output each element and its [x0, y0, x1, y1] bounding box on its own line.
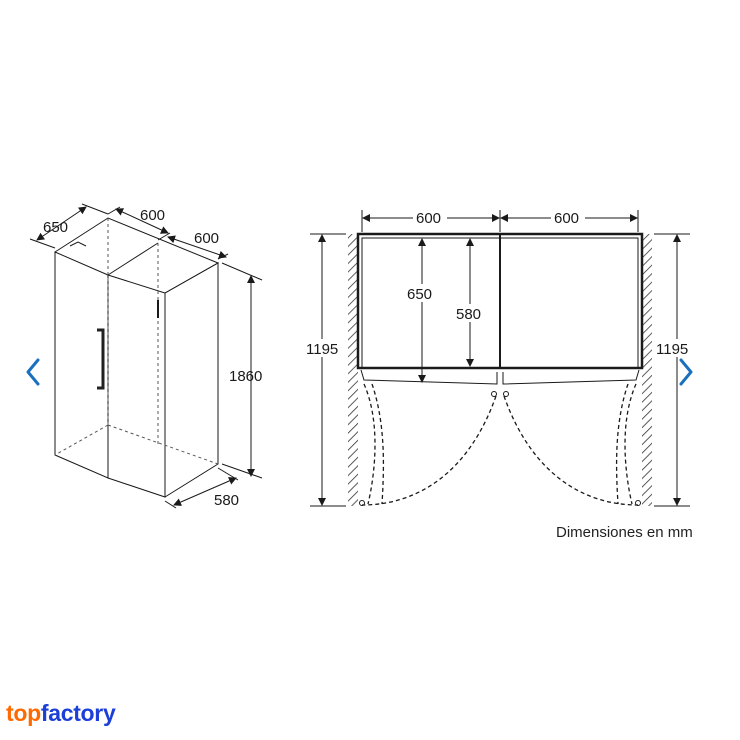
iso-height-label: 1860 [229, 368, 262, 385]
logo-part-top: top [6, 700, 41, 726]
plan-depth-closed-label: 580 [456, 306, 481, 323]
iso-width-left-label: 600 [140, 207, 165, 224]
brand-logo: topfactory [6, 700, 116, 727]
plan-swing-right-label: 1195 [656, 341, 688, 358]
units-caption: Dimensiones en mm [556, 524, 693, 541]
plan-walls [348, 234, 652, 506]
fridge-isometric [54, 217, 220, 498]
chevron-left-icon [26, 358, 40, 386]
plan-width-right-label: 600 [554, 210, 579, 227]
logo-part-factory: factory [40, 700, 116, 726]
next-image-button[interactable] [671, 352, 701, 392]
chevron-right-icon [679, 358, 693, 386]
prev-image-button[interactable] [18, 352, 48, 392]
iso-depth-bottom-label: 580 [214, 492, 239, 509]
plan-depth-open-label: 650 [407, 286, 432, 303]
iso-dim-lines [29, 203, 263, 509]
iso-depth-left-label: 650 [43, 219, 68, 236]
fridge-plan [356, 232, 644, 506]
iso-width-right-label: 600 [194, 230, 219, 247]
plan-width-left-label: 600 [416, 210, 441, 227]
plan-swing-left-label: 1195 [306, 341, 338, 358]
